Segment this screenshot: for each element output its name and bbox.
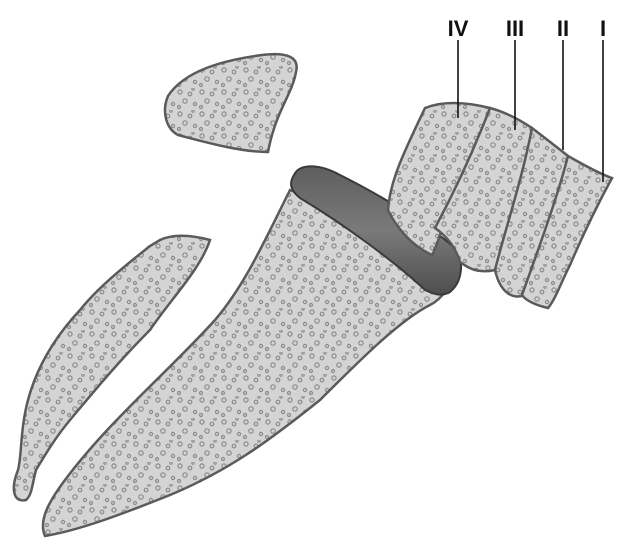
label-iv: IV [448, 16, 469, 41]
label-ii: II [557, 16, 569, 41]
label-i: I [600, 16, 606, 41]
label-iii: III [506, 16, 524, 41]
upper-bone-fragment [165, 54, 297, 152]
